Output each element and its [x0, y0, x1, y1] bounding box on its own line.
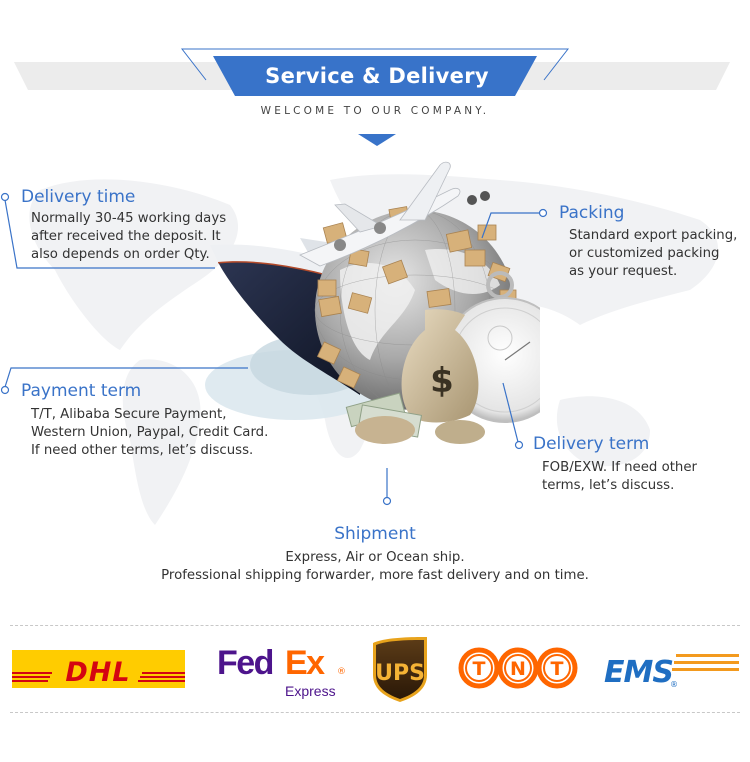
shipment-text: Express, Air or Ocean ship. Professional… — [0, 549, 750, 585]
fedex-logo: Fed Ex ® Express — [217, 644, 346, 699]
tnt-letter: T — [473, 658, 486, 680]
registered-mark: ® — [337, 667, 346, 677]
svg-text:$: $ — [430, 361, 454, 401]
fedex-express-text: Express — [285, 683, 336, 699]
text-line: after received the deposit. It — [31, 229, 221, 244]
page-title: Service & Delivery — [265, 64, 489, 88]
packing-text: Standard export packing, or customized p… — [569, 227, 737, 281]
text-line: FOB/EXW. If need other — [542, 460, 698, 475]
divider-bottom — [10, 712, 740, 713]
text-line: Professional shipping forwarder, more fa… — [161, 568, 589, 583]
text-line: Western Union, Paypal, Credit Card. — [31, 425, 269, 440]
text-line: or customized packing — [569, 246, 720, 261]
ups-logo: UPS — [373, 637, 427, 702]
money-bag: $ — [345, 309, 485, 444]
delivery-term-title: Delivery term — [533, 434, 650, 454]
ems-logo: EMS ® — [604, 654, 739, 688]
tnt-letter: N — [510, 658, 526, 680]
text-line: If need other terms, let’s discuss. — [31, 443, 254, 458]
tnt-logo: T N T — [458, 647, 578, 689]
header-outline-frame — [180, 48, 570, 81]
delivery-term-text: FOB/EXW. If need other terms, let’s disc… — [542, 459, 697, 495]
logistics-illustration: $ — [205, 161, 540, 444]
payment-term-text: T/T, Alibaba Secure Payment, Western Uni… — [31, 406, 268, 460]
fedex-fed-text: Fed — [217, 644, 273, 682]
ups-text: UPS — [375, 661, 425, 686]
shipment-title: Shipment — [334, 524, 416, 544]
text-line: terms, let’s discuss. — [542, 478, 675, 493]
dhl-text: DHL — [65, 657, 130, 688]
text-line: Express, Air or Ocean ship. — [285, 550, 465, 565]
delivery-time-title: Delivery time — [21, 187, 136, 207]
page-subtitle: WELCOME TO OUR COMPANY. — [260, 105, 490, 117]
tnt-letter: T — [551, 658, 564, 680]
down-arrow-icon — [358, 134, 396, 146]
ems-text: EMS — [604, 655, 673, 688]
fedex-ex-text: Ex — [285, 644, 325, 682]
delivery-time-text: Normally 30-45 working days after receiv… — [31, 210, 226, 264]
text-line: also depends on order Qty. — [31, 247, 210, 262]
registered-mark: ® — [670, 680, 678, 688]
packing-title: Packing — [559, 203, 625, 223]
text-line: T/T, Alibaba Secure Payment, — [31, 407, 227, 422]
payment-term-title: Payment term — [21, 381, 142, 401]
dhl-logo: DHL — [12, 650, 185, 688]
text-line: Normally 30-45 working days — [31, 211, 227, 226]
airplane — [299, 161, 490, 267]
text-line: as your request. — [569, 264, 678, 279]
text-line: Standard export packing, — [569, 228, 738, 243]
header-ribbon — [213, 56, 537, 96]
divider-top — [10, 625, 740, 626]
